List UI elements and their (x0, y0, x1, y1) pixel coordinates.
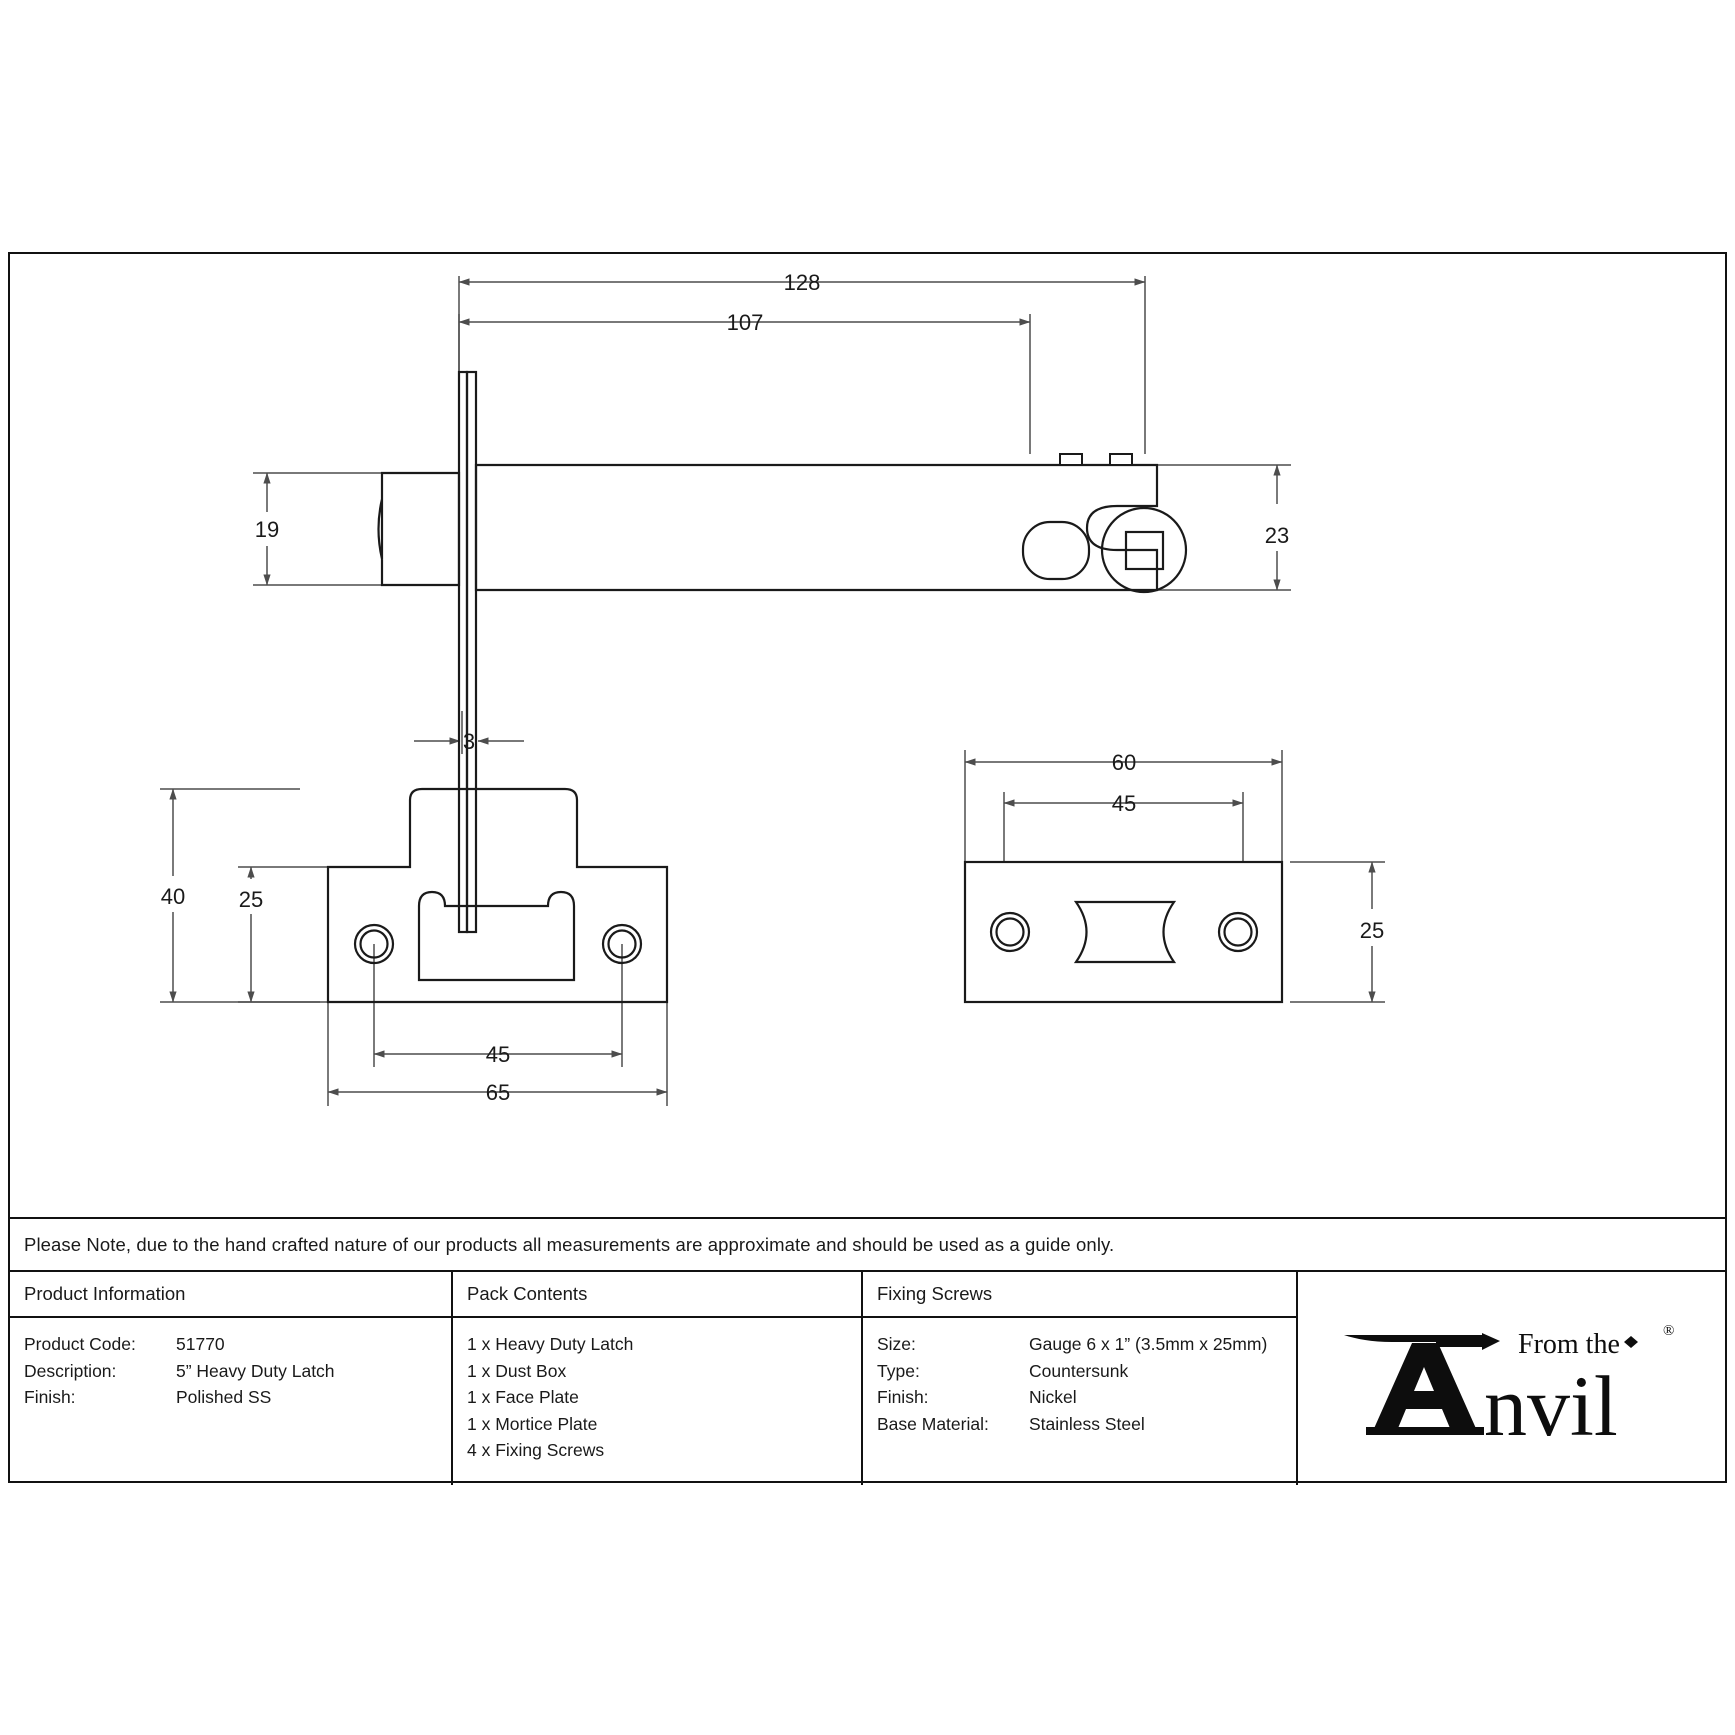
dim-25-faceplate: 25 (239, 887, 263, 912)
dim-45-morticeplate: 45 (1112, 791, 1136, 816)
list-item: 1 x Mortice Plate (467, 1413, 598, 1434)
dim-128: 128 (784, 270, 821, 295)
dim-23: 23 (1265, 523, 1289, 548)
fixing-screws-heading: Fixing Screws (863, 1272, 1296, 1318)
info-table: Product Information Product Code: 51770 … (10, 1270, 1725, 1485)
case-tab-right (1109, 453, 1133, 466)
description-label: Description: (24, 1360, 117, 1381)
face-plate-aperture (417, 890, 576, 982)
dim-45-faceplate: 45 (486, 1042, 510, 1067)
case-tab-left (1059, 453, 1083, 466)
face-plate-screw-hole-left-inner (359, 929, 389, 959)
mortice-plate-screw-hole-left-outer (989, 911, 1031, 953)
technical-drawing: 128 107 19 23 3 40 25 45 65 60 45 25 (160, 270, 1385, 1106)
table-row: Size: Gauge 6 x 1” (3.5mm x 25mm) (877, 1331, 1296, 1358)
dim-3: 3 (463, 729, 475, 754)
product-code-label: Product Code: (24, 1334, 136, 1354)
latch-follower-hole (1021, 520, 1091, 581)
face-plate-screw-hole-right-inner (607, 929, 637, 959)
mortice-plate-screw-hole-right-outer (1217, 911, 1259, 953)
screw-base-material-label: Base Material: (877, 1413, 989, 1434)
finish-label: Finish: (24, 1387, 76, 1407)
screw-finish-value: Nickel (1029, 1387, 1077, 1407)
face-plate-outline (326, 787, 669, 1004)
fixing-screws-body: Size: Gauge 6 x 1” (3.5mm x 25mm) Type: … (863, 1318, 1296, 1485)
screw-size-value: Gauge 6 x 1” (3.5mm x 25mm) (1029, 1334, 1268, 1354)
fixing-screws-column: Fixing Screws Size: Gauge 6 x 1” (3.5mm … (863, 1272, 1298, 1485)
list-item: 1 x Dust Box (467, 1360, 567, 1381)
table-row: Product Code: 51770 (24, 1331, 451, 1358)
list-item: 1 x Heavy Duty Latch (467, 1334, 634, 1354)
table-row: Description: 5” Heavy Duty Latch (24, 1358, 451, 1385)
dim-60: 60 (1112, 750, 1136, 775)
product-information-heading: Product Information (10, 1272, 451, 1318)
screw-base-material-value: Stainless Steel (1029, 1413, 1145, 1434)
table-row: Finish: Polished SS (24, 1384, 451, 1411)
latch-case-body (474, 463, 1159, 592)
forend-plate-outer (457, 370, 469, 934)
dim-107: 107 (727, 310, 764, 335)
pack-contents-heading: Pack Contents (453, 1272, 861, 1318)
dim-19: 19 (255, 517, 279, 542)
note-row: Please Note, due to the hand crafted nat… (10, 1217, 1725, 1270)
screw-type-value: Countersunk (1029, 1360, 1129, 1381)
list-item: 1 x Face Plate (467, 1387, 579, 1407)
table-row: Type: Countersunk (877, 1358, 1296, 1385)
table-row: Finish: Nickel (877, 1384, 1296, 1411)
dim-25-morticeplate: 25 (1360, 918, 1384, 943)
screw-size-label: Size: (877, 1334, 916, 1354)
pack-contents-column: Pack Contents 1 x Heavy Duty Latch 1 x D… (453, 1272, 863, 1485)
logo-line2: nvil (1484, 1358, 1618, 1449)
screw-type-label: Type: (877, 1360, 920, 1381)
forend-plate-inner (465, 370, 478, 934)
description-value: 5” Heavy Duty Latch (176, 1360, 335, 1381)
from-the-anvil-logo: From the ® nvil (1298, 1272, 1725, 1485)
logo-registered: ® (1663, 1323, 1674, 1339)
pack-contents-body: 1 x Heavy Duty Latch 1 x Dust Box 1 x Fa… (453, 1318, 861, 1485)
mortice-plate-screw-hole-left-inner (995, 917, 1025, 947)
spindle-hole-circle (1100, 506, 1188, 594)
diamond-icon (1623, 1335, 1638, 1348)
logo-line1: From the (1518, 1329, 1620, 1360)
face-plate-screw-hole-left-outer (353, 923, 395, 965)
product-information-column: Product Information Product Code: 51770 … (10, 1272, 453, 1485)
mortice-plate-aperture (1073, 900, 1177, 964)
product-code-value: 51770 (176, 1334, 225, 1354)
table-row: Base Material: Stainless Steel (877, 1411, 1296, 1438)
drawing-frame: 128 107 19 23 3 40 25 45 65 60 45 25 (8, 252, 1727, 1485)
screw-finish-label: Finish: (877, 1387, 929, 1407)
finish-value: Polished SS (176, 1387, 272, 1407)
dim-65: 65 (486, 1080, 510, 1105)
mortice-plate-outline (963, 860, 1284, 1004)
dim-40: 40 (161, 884, 185, 909)
spindle-hole-square (1124, 530, 1165, 571)
mortice-plate-screw-hole-right-inner (1223, 917, 1253, 947)
product-information-body: Product Code: 51770 Description: 5” Heav… (10, 1318, 451, 1485)
face-plate-screw-hole-right-outer (601, 923, 643, 965)
note-text: Please Note, due to the hand crafted nat… (24, 1233, 1115, 1255)
anvil-logo-icon: From the ® nvil (1343, 1323, 1674, 1449)
latch-bolt (377, 471, 461, 587)
logo-column: From the ® nvil (1298, 1272, 1725, 1485)
list-item: 4 x Fixing Screws (467, 1440, 605, 1460)
